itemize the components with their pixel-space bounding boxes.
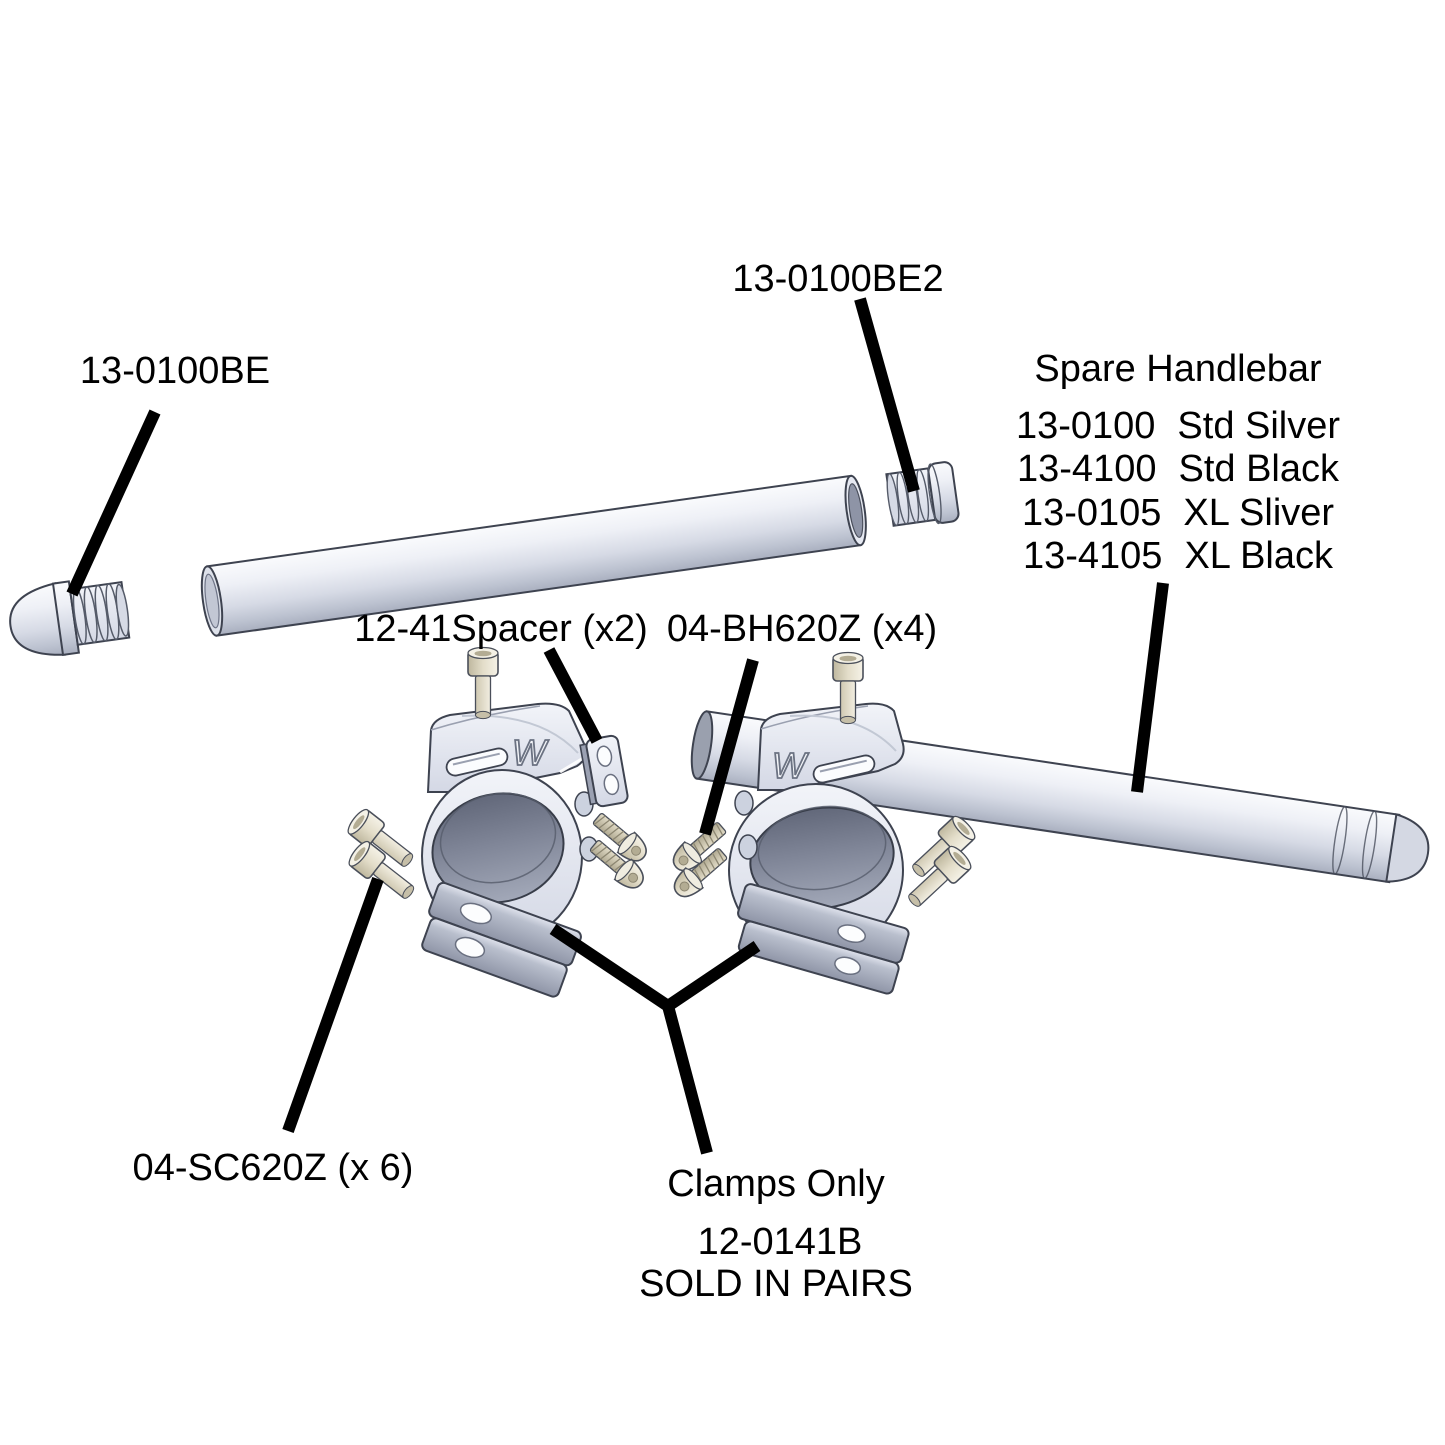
label-button-head-screws: 04-BH620Z (x4) bbox=[666, 608, 938, 650]
leader-button-head-screws bbox=[699, 658, 759, 836]
spare-handlebar-option: 13-4105 XL Black bbox=[1023, 534, 1333, 578]
part-finish: XL Sliver bbox=[1183, 492, 1335, 534]
label-bar-end-right: 13-0100BE2 bbox=[732, 258, 944, 300]
part-number: 13-0105 bbox=[1021, 492, 1162, 534]
clamp-right-blocks bbox=[737, 883, 910, 995]
bar-end-cap-left bbox=[9, 580, 131, 657]
label-spacer: 12-41Spacer (x2) bbox=[354, 608, 648, 650]
spare-handlebar-option: 13-0105 XL Sliver bbox=[1022, 491, 1334, 535]
part-finish: Std Black bbox=[1178, 448, 1339, 490]
clamp-right-lug bbox=[734, 790, 754, 816]
bar-end-plug-right bbox=[885, 461, 960, 527]
clamp-right-lug bbox=[738, 834, 758, 860]
part-number: 13-0100 bbox=[1015, 405, 1156, 447]
part-finish: Std Silver bbox=[1177, 405, 1341, 447]
socket-cap-screw bbox=[467, 646, 499, 720]
label-clamps-note: SOLD IN PAIRS bbox=[639, 1263, 913, 1305]
label-socket-cap-screws: 04-SC620Z (x 6) bbox=[132, 1147, 414, 1189]
tube-stub-end-face bbox=[690, 710, 714, 780]
spare-handlebar-title: Spare Handlebar bbox=[1034, 348, 1322, 390]
spare-handlebar-tube bbox=[200, 474, 867, 637]
label-clamps-part-number: 12-0141B bbox=[697, 1221, 863, 1263]
spare-handlebar-option: 13-0100 Std Silver bbox=[1016, 404, 1340, 448]
part-number: 13-4100 bbox=[1017, 448, 1157, 490]
clamp-left-logo: W bbox=[512, 732, 549, 773]
part-number: 13-4105 bbox=[1022, 535, 1163, 577]
leader-socket-cap-screws bbox=[282, 876, 384, 1134]
leader-bar-end-right bbox=[854, 297, 920, 493]
spacer-plate bbox=[579, 734, 629, 808]
leader-spacer bbox=[543, 647, 603, 744]
clamp-right-logo: W bbox=[772, 745, 809, 786]
leader-spare-handlebar bbox=[1131, 582, 1169, 793]
leader-clamps-fork bbox=[549, 924, 761, 1155]
label-clamps-only: Clamps Only bbox=[667, 1163, 885, 1205]
clamp-right: W bbox=[728, 702, 910, 995]
leader-lines bbox=[66, 297, 1169, 1155]
clamp-left: W bbox=[421, 702, 599, 998]
tube-dome-cap bbox=[1385, 813, 1430, 883]
leader-bar-end-left bbox=[66, 409, 161, 597]
spare-handlebar-option: 13-4100 Std Black bbox=[1017, 447, 1339, 491]
label-bar-end-left: 13-0100BE bbox=[79, 350, 271, 392]
part-finish: XL Black bbox=[1184, 535, 1334, 577]
